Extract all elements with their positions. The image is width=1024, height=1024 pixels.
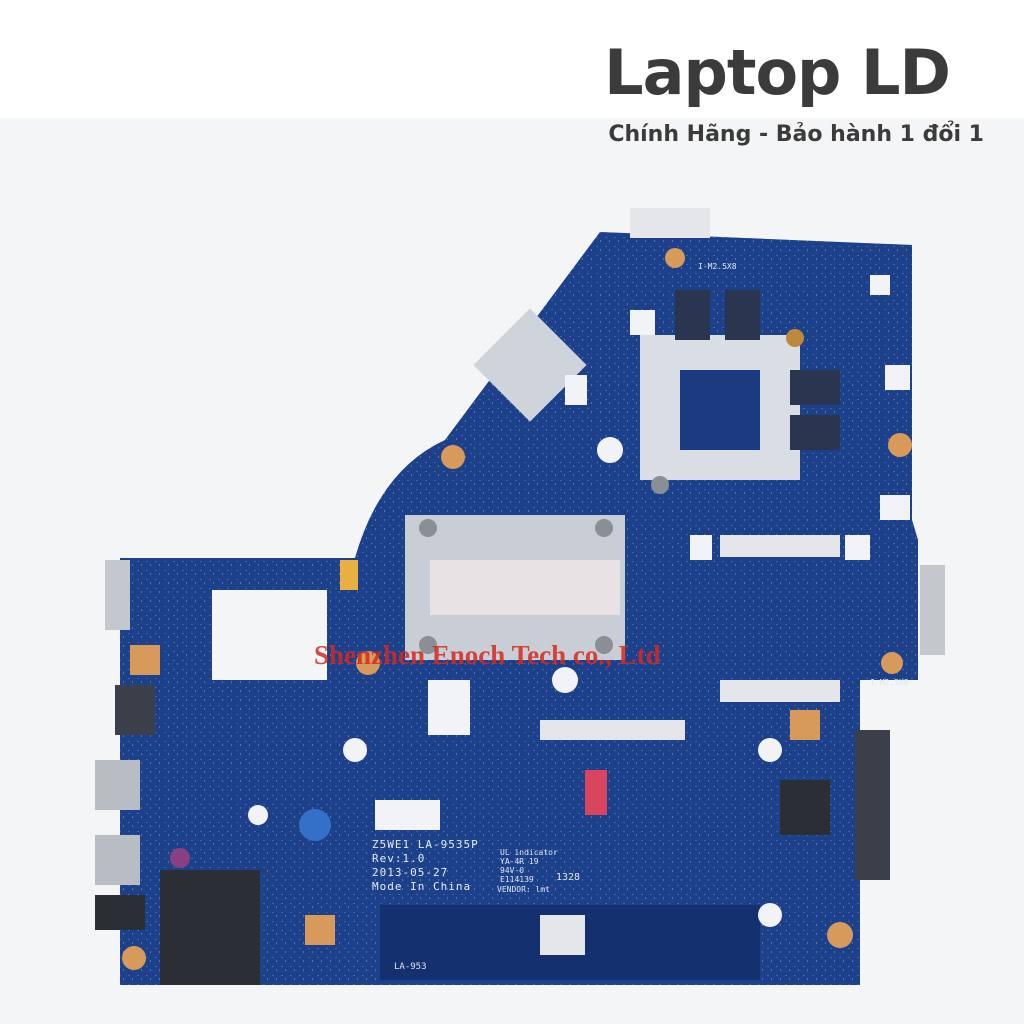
screw-label: I-M2.5X8	[698, 262, 737, 271]
slot-label: LA-953	[394, 962, 427, 972]
ul-block: UL indicator YA-4R 19 94V-0 E114139	[500, 848, 558, 884]
tagline: Chính Hãng - Bảo hành 1 đổi 1	[608, 122, 984, 147]
date-code: 1328	[556, 872, 581, 883]
ul-line: YA-4R 19	[500, 857, 539, 866]
board-origin: Mode In China	[372, 880, 472, 893]
board-revision: Rev:1.0	[372, 852, 426, 865]
vendor-value: lmt	[535, 885, 550, 894]
board-silkscreen: Z5WE1 LA-9535P Rev:1.0 2013-05-27 Mode I…	[372, 838, 479, 894]
screw-label-2: I-M2.5X8	[870, 678, 909, 687]
ul-label: UL indicator	[500, 848, 558, 857]
ul-line: 94V-0	[500, 866, 525, 875]
brand-title: Laptop LD	[604, 36, 951, 109]
board-model: Z5WE1 LA-9535P	[372, 838, 479, 851]
banner: Laptop LD	[0, 0, 1024, 118]
ul-line: E114139	[500, 875, 534, 884]
vendor-caption: VENDOR:	[497, 885, 531, 894]
watermark: Shenzhen Enoch Tech co., Ltd	[314, 640, 661, 670]
board-date: 2013-05-27	[372, 866, 449, 879]
vendor-label: VENDOR: lmt	[497, 885, 550, 894]
